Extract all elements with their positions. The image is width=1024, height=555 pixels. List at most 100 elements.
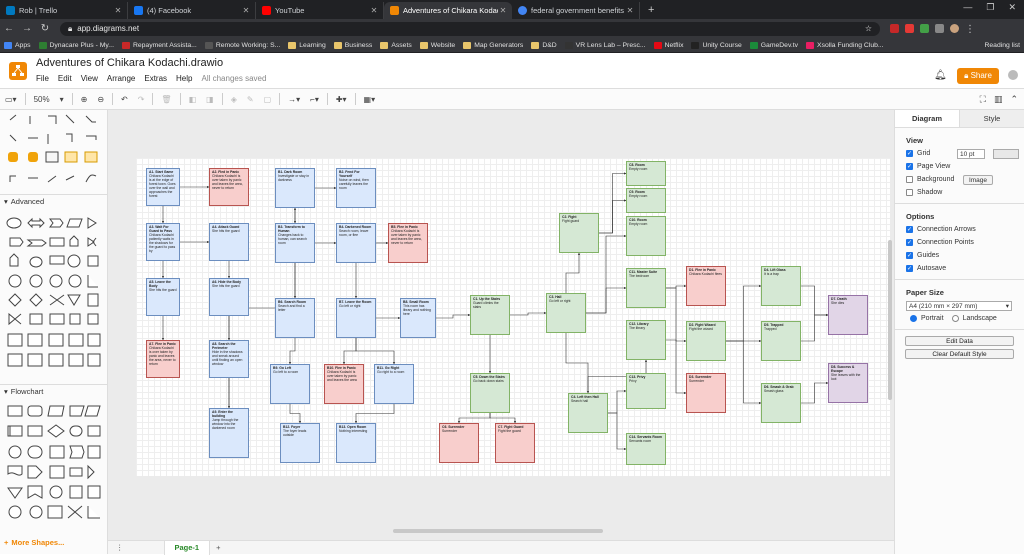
line-color-icon[interactable]: ✎ [246,94,254,104]
bookmark-item[interactable]: Unity Course [687,41,745,49]
bookmark-item[interactable]: Netflix [650,41,688,49]
vertical-scrollbar[interactable] [888,240,892,400]
puzzle-icon[interactable] [935,24,944,33]
kebab-menu-icon[interactable]: ⋮ [965,24,975,35]
redo-icon[interactable]: ↷ [137,94,145,104]
connector[interactable] [666,287,687,343]
menu-file[interactable]: File [36,74,49,83]
connector[interactable] [457,413,491,424]
menu-help[interactable]: Help [176,74,193,83]
connector[interactable] [801,381,829,404]
bookmark-item[interactable]: Dynacare Plus - My... [35,41,118,49]
close-tab-icon[interactable]: ✕ [626,6,634,15]
bookmark-item[interactable]: VR Lens Lab – Presc... [561,41,650,49]
extension-icon[interactable] [890,24,899,33]
connector[interactable] [289,404,302,424]
to-back-icon[interactable]: ◨ [206,94,214,104]
profile-avatar[interactable] [950,24,959,33]
shadow-icon[interactable]: ▢ [263,94,272,104]
connector[interactable] [355,338,396,365]
horizontal-scrollbar[interactable] [393,529,603,533]
connector[interactable] [586,286,627,314]
zoom-dropdown-icon[interactable]: ▾ [59,94,64,104]
connector[interactable] [801,285,829,317]
connector[interactable] [565,333,590,394]
address-bar[interactable]: 🔒︎app.diagrams.net☆ [60,21,880,36]
connector[interactable] [587,359,648,393]
fill-color-icon[interactable]: ◈ [230,94,237,104]
maximize-icon[interactable]: ❐ [986,2,995,12]
connector[interactable] [342,338,357,365]
tab-style[interactable]: Style [960,110,1024,127]
shadow-checkbox[interactable] [906,189,913,196]
forward-icon[interactable]: → [22,23,32,34]
bookmark-item[interactable]: Apps [0,41,35,49]
grid-checkbox[interactable]: ✓ [906,150,913,157]
connector[interactable] [489,413,517,424]
bookmark-item[interactable]: Repayment Assista... [118,41,201,49]
connection-arrows-checkbox[interactable]: ✓ [906,226,913,233]
format-panel-icon[interactable]: ▥ [993,94,1003,104]
edit-data-button[interactable]: Edit Data [905,336,1014,346]
close-tab-icon[interactable]: ✕ [114,6,122,15]
close-tab-icon[interactable]: ✕ [370,6,378,15]
guides-checkbox[interactable]: ✓ [906,252,913,259]
undo-icon[interactable]: ↶ [121,94,128,104]
waypoints-icon[interactable]: ⌐▾ [310,94,319,104]
connector[interactable] [510,311,547,316]
tab-youtube[interactable]: YouTube✕ [256,2,384,19]
zoom-in-icon[interactable]: ⊕ [80,94,88,104]
bookmark-item[interactable]: Business [330,41,377,49]
connection-points-checkbox[interactable]: ✓ [906,239,913,246]
connector[interactable] [801,313,829,342]
bookmark-item[interactable]: Learning [284,41,329,49]
extension-icon[interactable] [920,24,929,33]
close-tab-icon[interactable]: ✕ [242,6,250,15]
bell-icon[interactable]: 🔔︎ [934,70,947,81]
connection-style-icon[interactable]: →▾ [288,94,301,104]
clear-default-style-button[interactable]: Clear Default Style [905,349,1014,359]
page-tab[interactable]: Page-1 [163,540,211,555]
autosave-checkbox[interactable]: ✓ [906,265,913,272]
to-front-icon[interactable]: ◧ [188,94,197,104]
landscape-radio[interactable] [951,315,959,322]
bookmark-item[interactable]: Website [416,41,459,49]
zoom-out-icon[interactable]: ⊖ [97,94,105,104]
image-button[interactable]: Image [963,174,993,185]
share-button[interactable]: 🔒︎ Share [957,68,999,84]
